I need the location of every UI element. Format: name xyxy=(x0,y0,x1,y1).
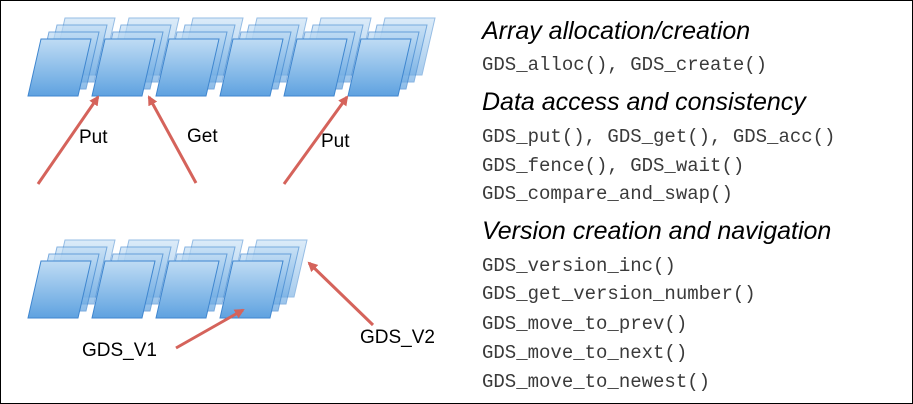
api-line: GDS_version_inc() xyxy=(482,255,676,277)
get-label: Get xyxy=(187,126,218,147)
get-arrow xyxy=(147,95,198,184)
array-block xyxy=(27,38,92,97)
api-line: GDS_move_to_newest() xyxy=(482,371,711,393)
v2-arrow xyxy=(307,261,375,327)
version-2-label: GDS_V2 xyxy=(360,327,435,348)
versioned-array-diagram xyxy=(27,17,436,350)
array-block xyxy=(91,260,156,319)
section-heading: Version creation and navigation xyxy=(482,217,832,245)
put-right-arrow xyxy=(282,95,349,185)
put-right-label: Put xyxy=(321,131,350,152)
api-line: GDS_move_to_next() xyxy=(482,342,688,364)
array-block xyxy=(283,38,348,97)
api-line: GDS_alloc(), GDS_create() xyxy=(482,54,768,76)
array-block xyxy=(347,38,412,97)
array-stack-bottom xyxy=(27,239,308,319)
array-block xyxy=(219,38,284,97)
array-block xyxy=(91,38,156,97)
api-line: GDS_get_version_number() xyxy=(482,283,756,305)
array-block xyxy=(155,38,220,97)
v1-arrow xyxy=(175,308,245,350)
api-line: GDS_put(), GDS_get(), GDS_acc() xyxy=(482,126,836,148)
section-heading: Data access and consistency xyxy=(482,88,806,116)
array-block xyxy=(219,260,284,319)
array-block xyxy=(155,260,220,319)
put-left-label: Put xyxy=(79,127,108,148)
array-block xyxy=(27,260,92,319)
api-line: GDS_compare_and_swap() xyxy=(482,183,733,205)
section-heading: Array allocation/creation xyxy=(482,17,751,45)
put-left-arrow xyxy=(36,95,100,185)
version-1-label: GDS_V1 xyxy=(82,340,157,361)
api-line: GDS_move_to_prev() xyxy=(482,313,688,335)
array-stack-top xyxy=(27,17,436,97)
api-line: GDS_fence(), GDS_wait() xyxy=(482,155,745,177)
